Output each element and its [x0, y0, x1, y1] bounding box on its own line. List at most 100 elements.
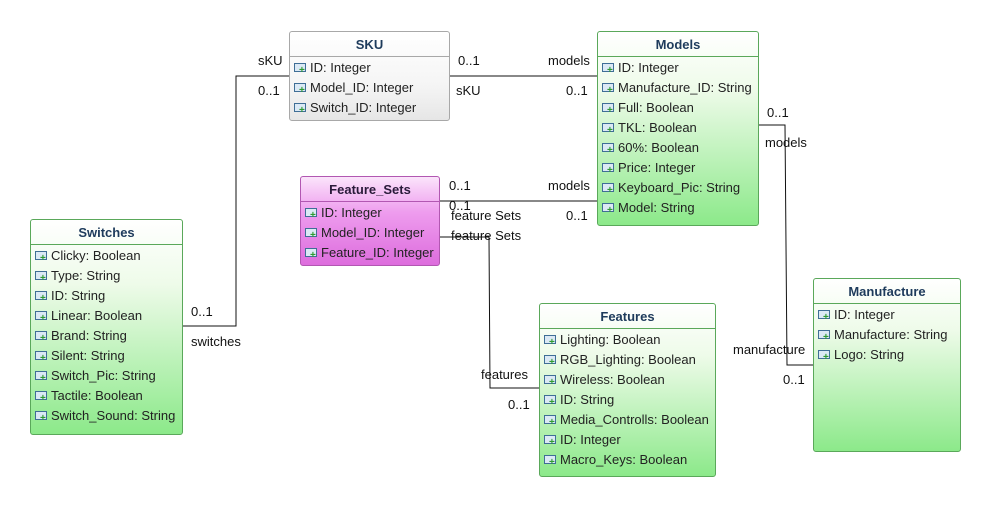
association-models-manufacture[interactable] [759, 124, 813, 366]
attribute-row[interactable]: + ID: Integer [814, 305, 960, 325]
attribute-label: ID: Integer [618, 60, 679, 75]
role-label-models: models [548, 53, 590, 68]
attribute-label: Clicky: Boolean [51, 248, 141, 263]
attribute-row[interactable]: +TKL: Boolean [598, 118, 758, 138]
attribute-icon: + [818, 330, 830, 343]
attribute-label: Type: String [51, 268, 121, 283]
attribute-row[interactable]: +Macro_Keys: Boolean [540, 450, 715, 470]
entity-switches[interactable]: Switches +Clicky: Boolean+Type: String+I… [30, 219, 183, 435]
attribute-row[interactable]: +Switch_Sound: String [31, 406, 182, 426]
attribute-row[interactable]: +Manufacture_ID: String [598, 78, 758, 98]
attribute-label: ID: String [51, 288, 106, 303]
attribute-icon: + [544, 395, 556, 408]
role-label-feature-sets: feature Sets [451, 208, 522, 223]
attribute-row[interactable]: + ID: Integer [540, 430, 715, 450]
attribute-icon: + [602, 203, 614, 216]
multiplicity-label: 0..1 [767, 105, 789, 120]
attribute-icon: + [35, 311, 47, 324]
attribute-label: ID: String [560, 392, 615, 407]
attribute-row[interactable]: + Model: String [598, 198, 758, 218]
attribute-icon: + [818, 350, 830, 363]
attribute-icon: + [602, 143, 614, 156]
entity-models[interactable]: Models +ID: Integer+Manufacture_ID: Stri… [597, 31, 759, 226]
role-label-sku: sKU [456, 83, 481, 98]
attribute-label: Keyboard_Pic: String [618, 180, 741, 195]
attribute-icon: + [35, 291, 47, 304]
attribute-label: RGB_Lighting: Boolean [560, 352, 696, 367]
entity-title: SKU [290, 32, 449, 57]
attribute-row[interactable]: +Type: String [31, 266, 182, 286]
attribute-icon: + [294, 83, 306, 96]
attribute-row[interactable]: +Switch_Pic: String [31, 366, 182, 386]
attribute-label: ID: Integer [834, 307, 895, 322]
entity-title: Features [540, 304, 715, 329]
role-label-feature-sets: feature Sets [451, 228, 522, 243]
attribute-icon: + [602, 123, 614, 136]
attribute-icon: + [818, 310, 830, 323]
attribute-label: ID: Integer [560, 432, 621, 447]
attribute-icon: + [544, 435, 556, 448]
attribute-row[interactable]: +60%: Boolean [598, 138, 758, 158]
attribute-icon: + [602, 163, 614, 176]
attribute-icon: + [35, 371, 47, 384]
attribute-list: + ID: Integer +Model_ID: Integer+Feature_I… [301, 202, 439, 263]
attribute-label: Lighting: Boolean [560, 332, 661, 347]
attribute-icon: + [544, 375, 556, 388]
attribute-icon: + [602, 63, 614, 76]
attribute-list: + ID: Integer +Manufacture_ID: String+Full… [598, 57, 758, 218]
attribute-label: Tactile: Boolean [51, 388, 143, 403]
attribute-icon: + [305, 208, 317, 221]
attribute-icon: + [544, 415, 556, 428]
attribute-row[interactable]: +ID: Integer [290, 58, 449, 78]
attribute-icon: + [602, 83, 614, 96]
attribute-row[interactable]: +Model_ID: Integer [290, 78, 449, 98]
attribute-row[interactable]: + ID: String [31, 286, 182, 306]
entity-features[interactable]: Features +Lighting: Boolean+RGB_Lighting… [539, 303, 716, 477]
attribute-row[interactable]: + Linear: Boolean [31, 306, 182, 326]
attribute-row[interactable]: + RGB_Lighting: Boolean [540, 350, 715, 370]
multiplicity-label: 0..1 [566, 83, 588, 98]
attribute-row[interactable]: + Keyboard_Pic: String [598, 178, 758, 198]
association-featuresets-features[interactable] [440, 236, 540, 389]
multiplicity-label: 0..1 [783, 372, 805, 387]
attribute-row[interactable]: + ID: String [540, 390, 715, 410]
attribute-row[interactable]: +Clicky: Boolean [31, 246, 182, 266]
association-sku-switches[interactable] [183, 75, 289, 327]
role-label-features: features [481, 367, 528, 382]
attribute-icon: + [35, 331, 47, 344]
attribute-row[interactable]: + Manufacture: String [814, 325, 960, 345]
attribute-row[interactable]: +Full: Boolean [598, 98, 758, 118]
attribute-row[interactable]: + Price: Integer [598, 158, 758, 178]
entity-title: Feature_Sets [301, 177, 439, 202]
entity-sku[interactable]: SKU +ID: Integer+Model_ID: Integer+Switc… [289, 31, 450, 121]
attribute-row[interactable]: +Brand: String [31, 326, 182, 346]
attribute-row[interactable]: +Feature_ID: Integer [301, 243, 439, 263]
role-label-models: models [548, 178, 590, 193]
entity-feature-sets[interactable]: Feature_Sets + ID: Integer +Model_ID: Inte… [300, 176, 440, 266]
role-label-manufacture: manufacture [733, 342, 806, 357]
attribute-icon: + [544, 355, 556, 368]
attribute-row[interactable]: +Tactile: Boolean [31, 386, 182, 406]
attribute-row[interactable]: +Lighting: Boolean [540, 330, 715, 350]
attribute-label: ID: Integer [321, 205, 382, 220]
attribute-row[interactable]: +Silent: String [31, 346, 182, 366]
role-label-switches: switches [191, 334, 241, 349]
attribute-row[interactable]: +Media_Controlls: Boolean [540, 410, 715, 430]
attribute-label: Price: Integer [618, 160, 696, 175]
attribute-row[interactable]: +Wireless: Boolean [540, 370, 715, 390]
attribute-label: Model: String [618, 200, 695, 215]
attribute-label: Linear: Boolean [51, 308, 143, 323]
attribute-icon: + [602, 183, 614, 196]
entity-title: Switches [31, 220, 182, 245]
attribute-row[interactable]: + ID: Integer [301, 203, 439, 223]
attribute-list: +Clicky: Boolean+Type: String+ID: String… [31, 245, 182, 426]
attribute-label: Silent: String [51, 348, 125, 363]
attribute-label: Manufacture: String [834, 327, 948, 342]
entity-manufacture[interactable]: Manufacture +ID: Integer+Manufacture: St… [813, 278, 961, 452]
attribute-row[interactable]: +Switch_ID: Integer [290, 98, 449, 118]
attribute-row[interactable]: + ID: Integer [598, 58, 758, 78]
attribute-list: +Lighting: Boolean+RGB_Lighting: Boolean… [540, 329, 715, 470]
attribute-row[interactable]: +Model_ID: Integer [301, 223, 439, 243]
attribute-row[interactable]: +Logo: String [814, 345, 960, 365]
